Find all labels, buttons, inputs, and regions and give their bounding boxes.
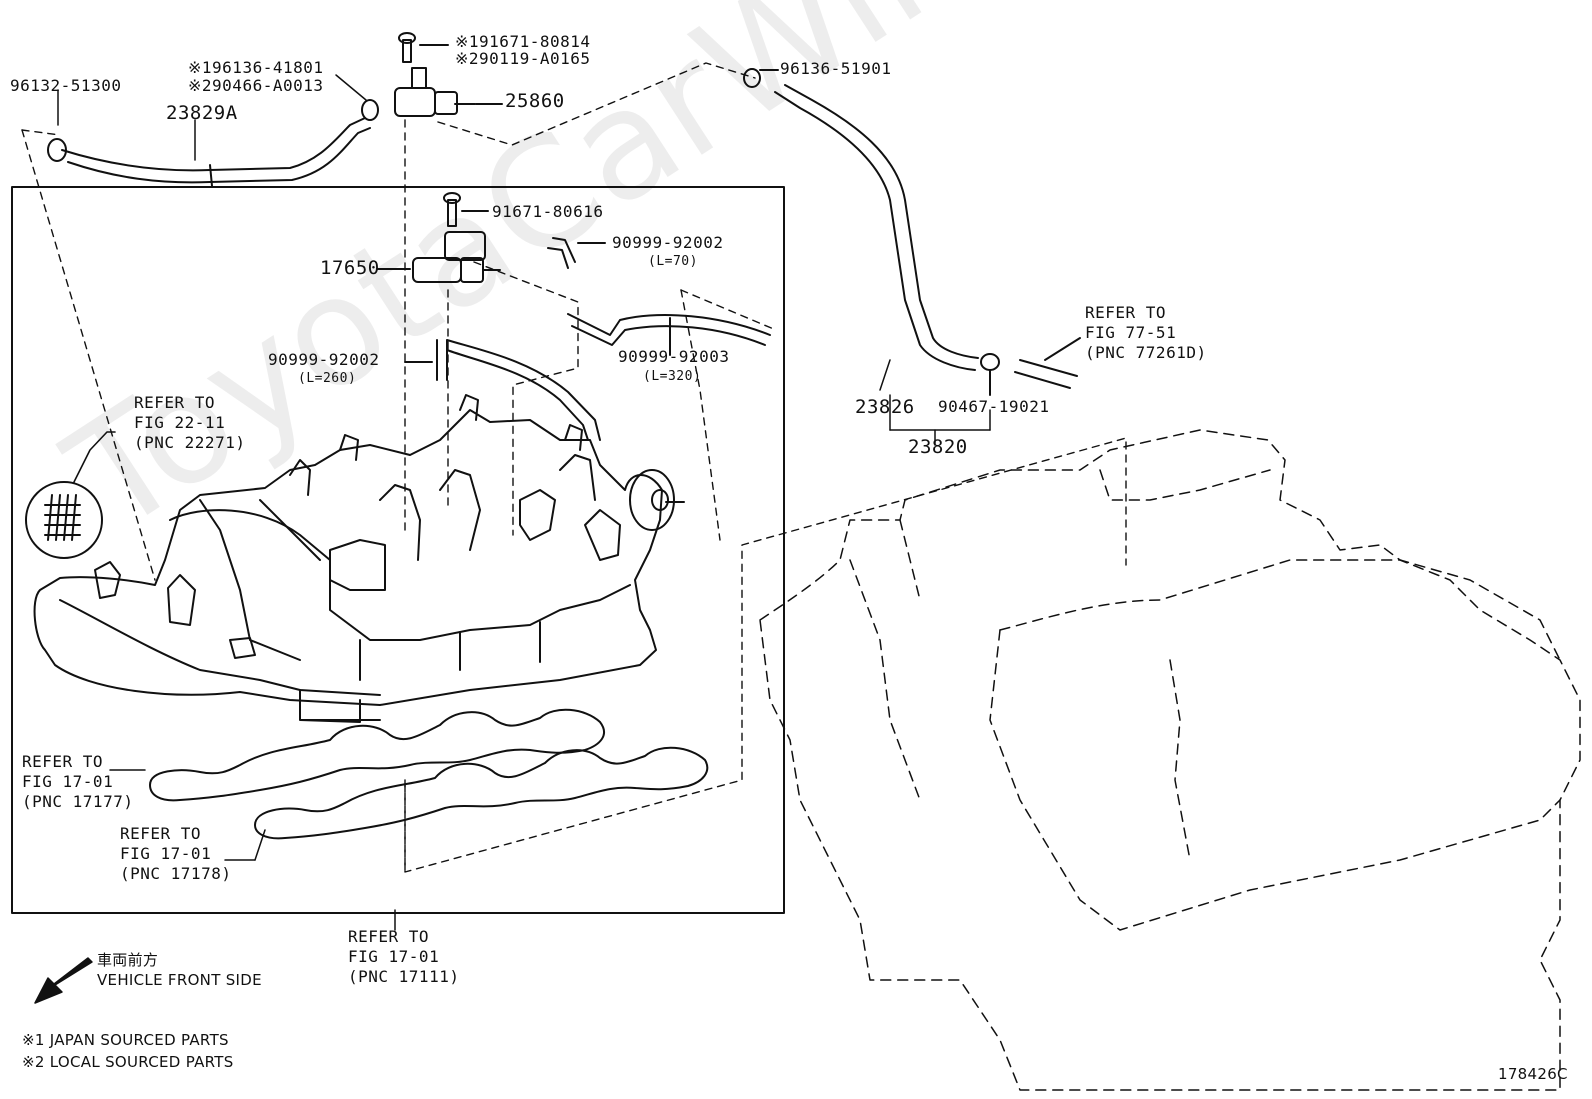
front-arrow-icon xyxy=(34,957,93,1004)
figure-id: 178426C xyxy=(1498,1065,1568,1083)
hose-23826 xyxy=(743,68,979,371)
label-90999-260: 90999-92002 xyxy=(268,350,380,369)
label-191671: ※191671-80814 xyxy=(455,32,591,51)
label-90467: 90467-19021 xyxy=(938,397,1050,416)
intake-manifold xyxy=(33,394,685,723)
label-23820: 23820 xyxy=(908,436,968,458)
label-90999-70: 90999-92002 xyxy=(612,233,724,252)
label-90999-320: 90999-92003 xyxy=(618,347,730,366)
engine-block xyxy=(759,429,1581,1091)
front-label-en: VEHICLE FRONT SIDE xyxy=(97,971,262,989)
ref-77-line2: FIG 77-51 xyxy=(1085,323,1177,342)
ref-17111-line2: FIG 17-01 xyxy=(348,947,440,966)
label-25860: 25860 xyxy=(505,90,565,112)
hose-23829a xyxy=(47,99,379,187)
ref-22-line1: REFER TO xyxy=(134,393,216,412)
label-23829a: 23829A xyxy=(166,102,238,124)
valve-25860 xyxy=(394,32,503,117)
intake-manifold-frame xyxy=(11,186,785,914)
label-96136: 96136-51901 xyxy=(780,59,892,78)
label-len-260: (L=260) xyxy=(298,371,357,386)
ref-77-line3: (PNC 77261D) xyxy=(1085,343,1207,362)
ref-17178-line1: REFER TO xyxy=(120,824,202,843)
label-len-70: (L=70) xyxy=(648,254,698,269)
ref-17111-line3: (PNC 17111) xyxy=(348,967,460,986)
note-japan-sourced: ※1 JAPAN SOURCED PARTS xyxy=(22,1031,229,1049)
ref-17177-line1: REFER TO xyxy=(22,752,104,771)
vsv-17650 xyxy=(376,192,501,283)
leader-lines xyxy=(57,74,991,931)
note-local-sourced: ※2 LOCAL SOURCED PARTS xyxy=(22,1053,234,1071)
ref-22-line2: FIG 22-11 xyxy=(134,413,226,432)
gaskets xyxy=(149,708,709,840)
label-len-320: (L=320) xyxy=(643,369,702,384)
label-290466: ※290466-A0013 xyxy=(188,76,324,95)
small-hoses xyxy=(404,237,771,441)
clamp-90467 xyxy=(980,337,1081,396)
ref-17177-line3: (PNC 17177) xyxy=(22,792,134,811)
label-91671: 91671-80616 xyxy=(492,202,604,221)
label-290119: ※290119-A0165 xyxy=(455,49,591,68)
dashed-leaders xyxy=(21,62,1127,873)
grille-icon xyxy=(25,431,116,559)
ref-77-line1: REFER TO xyxy=(1085,303,1167,322)
ref-22-line3: (PNC 22271) xyxy=(134,433,246,452)
ref-17177-line2: FIG 17-01 xyxy=(22,772,114,791)
label-196136: ※196136-41801 xyxy=(188,58,324,77)
front-label-jp: 車両前方 xyxy=(97,951,159,969)
label-96132: 96132-51300 xyxy=(10,76,122,95)
ref-17178-line2: FIG 17-01 xyxy=(120,844,212,863)
ref-17178-line3: (PNC 17178) xyxy=(120,864,232,883)
label-17650: 17650 xyxy=(320,257,380,279)
label-23826: 23826 xyxy=(855,396,915,418)
ref-17111-line1: REFER TO xyxy=(348,927,430,946)
